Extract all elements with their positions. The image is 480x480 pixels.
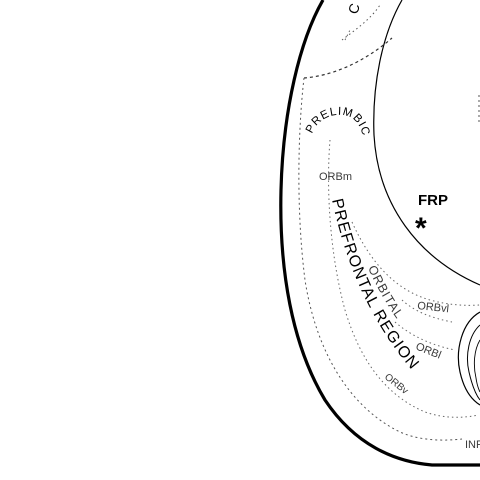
- orbl-boundary-2: [401, 299, 453, 323]
- label-frp: FRP: [418, 192, 448, 209]
- label-orbvl: ORBvl: [417, 300, 450, 315]
- label-cut-top: C: [345, 1, 363, 16]
- label-orbv: ORBv: [382, 372, 410, 397]
- olfactory-inner-contour-2: [473, 339, 480, 393]
- orbl-boundary: [394, 321, 456, 351]
- label-prelimbic: PRELIMBIC: [304, 106, 372, 138]
- label-inf-cut: INF: [465, 439, 480, 451]
- frontal-pole-contour: [373, 0, 480, 286]
- cortex-layer-boundary-left: [298, 77, 463, 441]
- olfactory-outer-contour: [457, 311, 480, 406]
- orbvl-frp-boundary: [351, 221, 480, 306]
- prelimbic-boundary-upper: [303, 37, 393, 79]
- top-dotted-mark: [344, 29, 351, 41]
- olfactory-inner-contour: [466, 324, 480, 401]
- label-asterisk: *: [415, 212, 427, 245]
- outer-brain-contour: [279, 0, 480, 467]
- label-orbm: ORBm: [319, 171, 352, 183]
